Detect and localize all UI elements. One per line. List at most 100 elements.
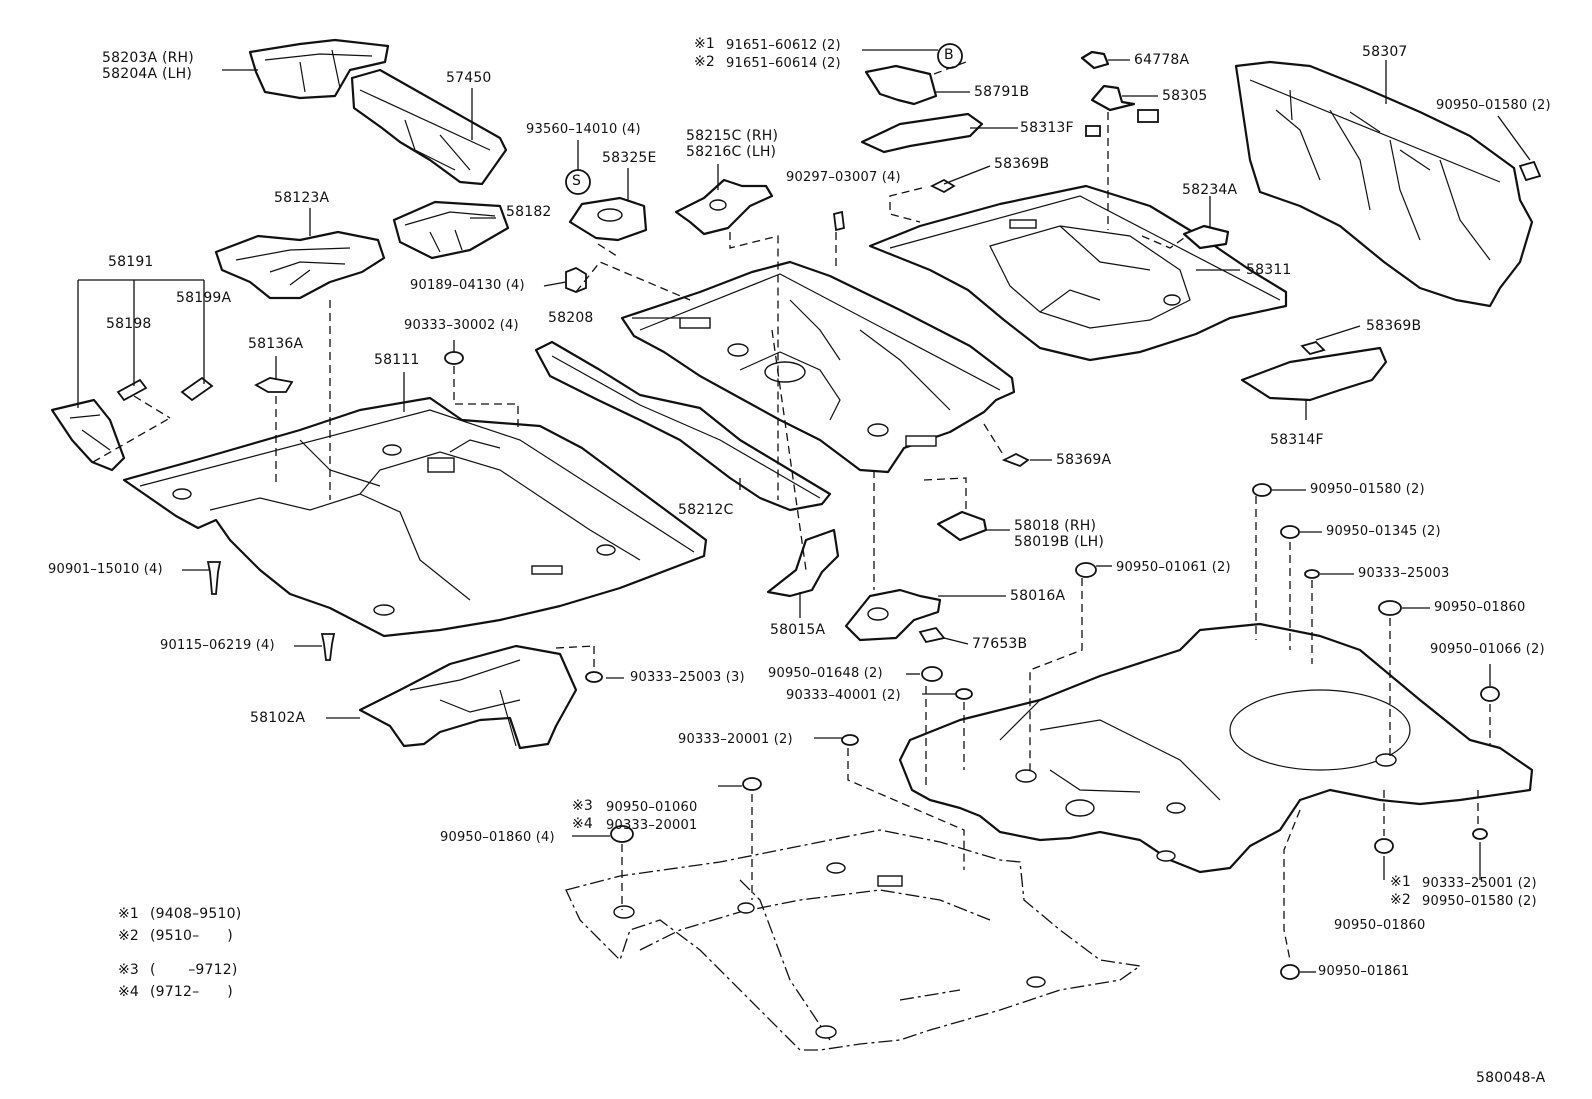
part-58212C-rail bbox=[534, 340, 832, 512]
legend-mark-4: ※4 bbox=[118, 984, 140, 1000]
label-58199A: 58199A bbox=[176, 290, 232, 306]
callout-b-letter: B bbox=[944, 47, 954, 63]
label-58369B-top: 58369B bbox=[994, 156, 1050, 172]
callout-mark-2: ※2 bbox=[694, 54, 716, 70]
label-64778A: 64778A bbox=[1134, 52, 1190, 68]
label-58311: 58311 bbox=[1246, 262, 1292, 278]
label-90333-25003-3: 90333–25003 (3) bbox=[630, 670, 745, 685]
part-58016A bbox=[844, 588, 942, 642]
part-58198-pin bbox=[116, 376, 214, 402]
label-58313F: 58313F bbox=[1020, 120, 1074, 136]
part-57450-crossmember bbox=[350, 68, 508, 186]
label-58369A: 58369A bbox=[1056, 452, 1112, 468]
label-90950-01860-4: 90950–01860 (4) bbox=[440, 830, 555, 845]
label-58018: 58018 (RH) bbox=[1014, 518, 1097, 534]
label-90950-01580-mid: 90950–01580 (2) bbox=[1310, 482, 1425, 497]
label-58234A: 58234A bbox=[1182, 182, 1238, 198]
label-58307: 58307 bbox=[1362, 44, 1408, 60]
label-58314F: 58314F bbox=[1270, 432, 1324, 448]
part-90189-nut bbox=[565, 266, 587, 293]
label-57450: 57450 bbox=[446, 70, 492, 86]
label-58198: 58198 bbox=[106, 316, 152, 332]
label-90950-01061: 90950–01061 (2) bbox=[1116, 560, 1231, 575]
legend-range-2: (9510– ) bbox=[150, 928, 233, 944]
part-90950-plug-panel bbox=[1518, 160, 1542, 182]
legend-range-3: ( –9712) bbox=[150, 962, 238, 978]
label-90950-01580-bottom: 90950–01580 (2) bbox=[1422, 894, 1537, 909]
label-90189-04130: 90189–04130 (4) bbox=[410, 278, 525, 293]
label-58305: 58305 bbox=[1162, 88, 1208, 104]
label-93560-14010: 93560–14010 (4) bbox=[526, 122, 641, 137]
part-58325E bbox=[568, 196, 648, 242]
part-floor-silencer bbox=[565, 829, 1142, 1051]
part-58123A bbox=[214, 230, 386, 300]
part-64778A bbox=[1080, 50, 1110, 70]
legend-mark-1: ※1 bbox=[118, 906, 140, 922]
callout-mark-2-b: ※2 bbox=[1390, 892, 1412, 908]
part-58369A-clip bbox=[1001, 452, 1030, 468]
part-58234A bbox=[1182, 224, 1230, 250]
label-90950-01860-right: 90950–01860 bbox=[1434, 600, 1526, 615]
legend-mark-3: ※3 bbox=[118, 962, 140, 978]
part-pad-small-a bbox=[1085, 125, 1101, 137]
fasteners bbox=[206, 351, 1500, 980]
label-90950-01580-top: 90950–01580 (2) bbox=[1436, 98, 1551, 113]
part-58102A bbox=[358, 644, 578, 750]
callout-mark-3: ※3 bbox=[572, 798, 594, 814]
label-90115-06219: 90115–06219 (4) bbox=[160, 638, 275, 653]
label-90333-20001: 90333–20001 bbox=[606, 818, 698, 833]
label-58019B: 58019B (LH) bbox=[1014, 534, 1105, 550]
label-58216C: 58216C (LH) bbox=[686, 144, 777, 160]
part-58208-center-floor bbox=[620, 260, 1016, 474]
leader-lines bbox=[77, 49, 1531, 973]
label-77653B: 77653B bbox=[972, 636, 1028, 652]
label-90333-40001: 90333–40001 (2) bbox=[786, 688, 901, 703]
part-rear-floor-lower bbox=[898, 622, 1534, 874]
label-90950-01066: 90950–01066 (2) bbox=[1430, 642, 1545, 657]
assembly-dashed-lines bbox=[92, 61, 1491, 961]
label-58215C: 58215C (RH) bbox=[686, 128, 779, 144]
label-91651-60612: 91651–60612 (2) bbox=[726, 38, 841, 53]
part-58203A-bracket bbox=[248, 38, 390, 100]
part-58313F bbox=[860, 112, 984, 154]
label-90333-30002: 90333–30002 (4) bbox=[404, 318, 519, 333]
label-58182: 58182 bbox=[506, 204, 552, 220]
part-58182 bbox=[392, 200, 510, 260]
part-58136A-clip bbox=[254, 377, 294, 393]
label-58791B: 58791B bbox=[974, 84, 1030, 100]
label-90950-01860-bottom: 90950–01860 bbox=[1334, 918, 1426, 933]
label-58015A: 58015A bbox=[770, 622, 826, 638]
label-58136A: 58136A bbox=[248, 336, 304, 352]
callout-mark-1: ※1 bbox=[694, 36, 716, 52]
label-58212C: 58212C bbox=[678, 502, 734, 518]
part-58791B bbox=[864, 64, 938, 106]
part-58191 bbox=[50, 398, 126, 472]
part-58305 bbox=[1090, 84, 1136, 112]
label-58111: 58111 bbox=[374, 352, 420, 368]
part-58311-rear-floor bbox=[868, 184, 1288, 362]
part-58111-front-floor-pan bbox=[122, 396, 708, 638]
part-58018-pad bbox=[936, 510, 988, 542]
label-58102A: 58102A bbox=[250, 710, 306, 726]
label-58203A: 58203A (RH) bbox=[102, 50, 194, 66]
legend-range-1: (9408–9510) bbox=[150, 906, 242, 922]
part-58215C bbox=[674, 178, 774, 236]
label-58191: 58191 bbox=[108, 254, 154, 270]
label-58123A: 58123A bbox=[274, 190, 330, 206]
legend-range-4: (9712– ) bbox=[150, 984, 233, 1000]
label-90950-01861: 90950–01861 bbox=[1318, 964, 1410, 979]
part-58015A bbox=[766, 528, 840, 598]
part-58369B-clip-top bbox=[929, 178, 956, 194]
callout-mark-1-b: ※1 bbox=[1390, 874, 1412, 890]
label-90950-01648: 90950–01648 (2) bbox=[768, 666, 883, 681]
part-58307-rear-panel bbox=[1234, 60, 1534, 308]
label-90333-20001-2: 90333–20001 (2) bbox=[678, 732, 793, 747]
label-90950-01345: 90950–01345 (2) bbox=[1326, 524, 1441, 539]
label-90333-25001: 90333–25001 (2) bbox=[1422, 876, 1537, 891]
part-58314F bbox=[1240, 346, 1388, 402]
callout-mark-4: ※4 bbox=[572, 816, 594, 832]
legend-mark-2: ※2 bbox=[118, 928, 140, 944]
label-91651-60614: 91651–60614 (2) bbox=[726, 56, 841, 71]
